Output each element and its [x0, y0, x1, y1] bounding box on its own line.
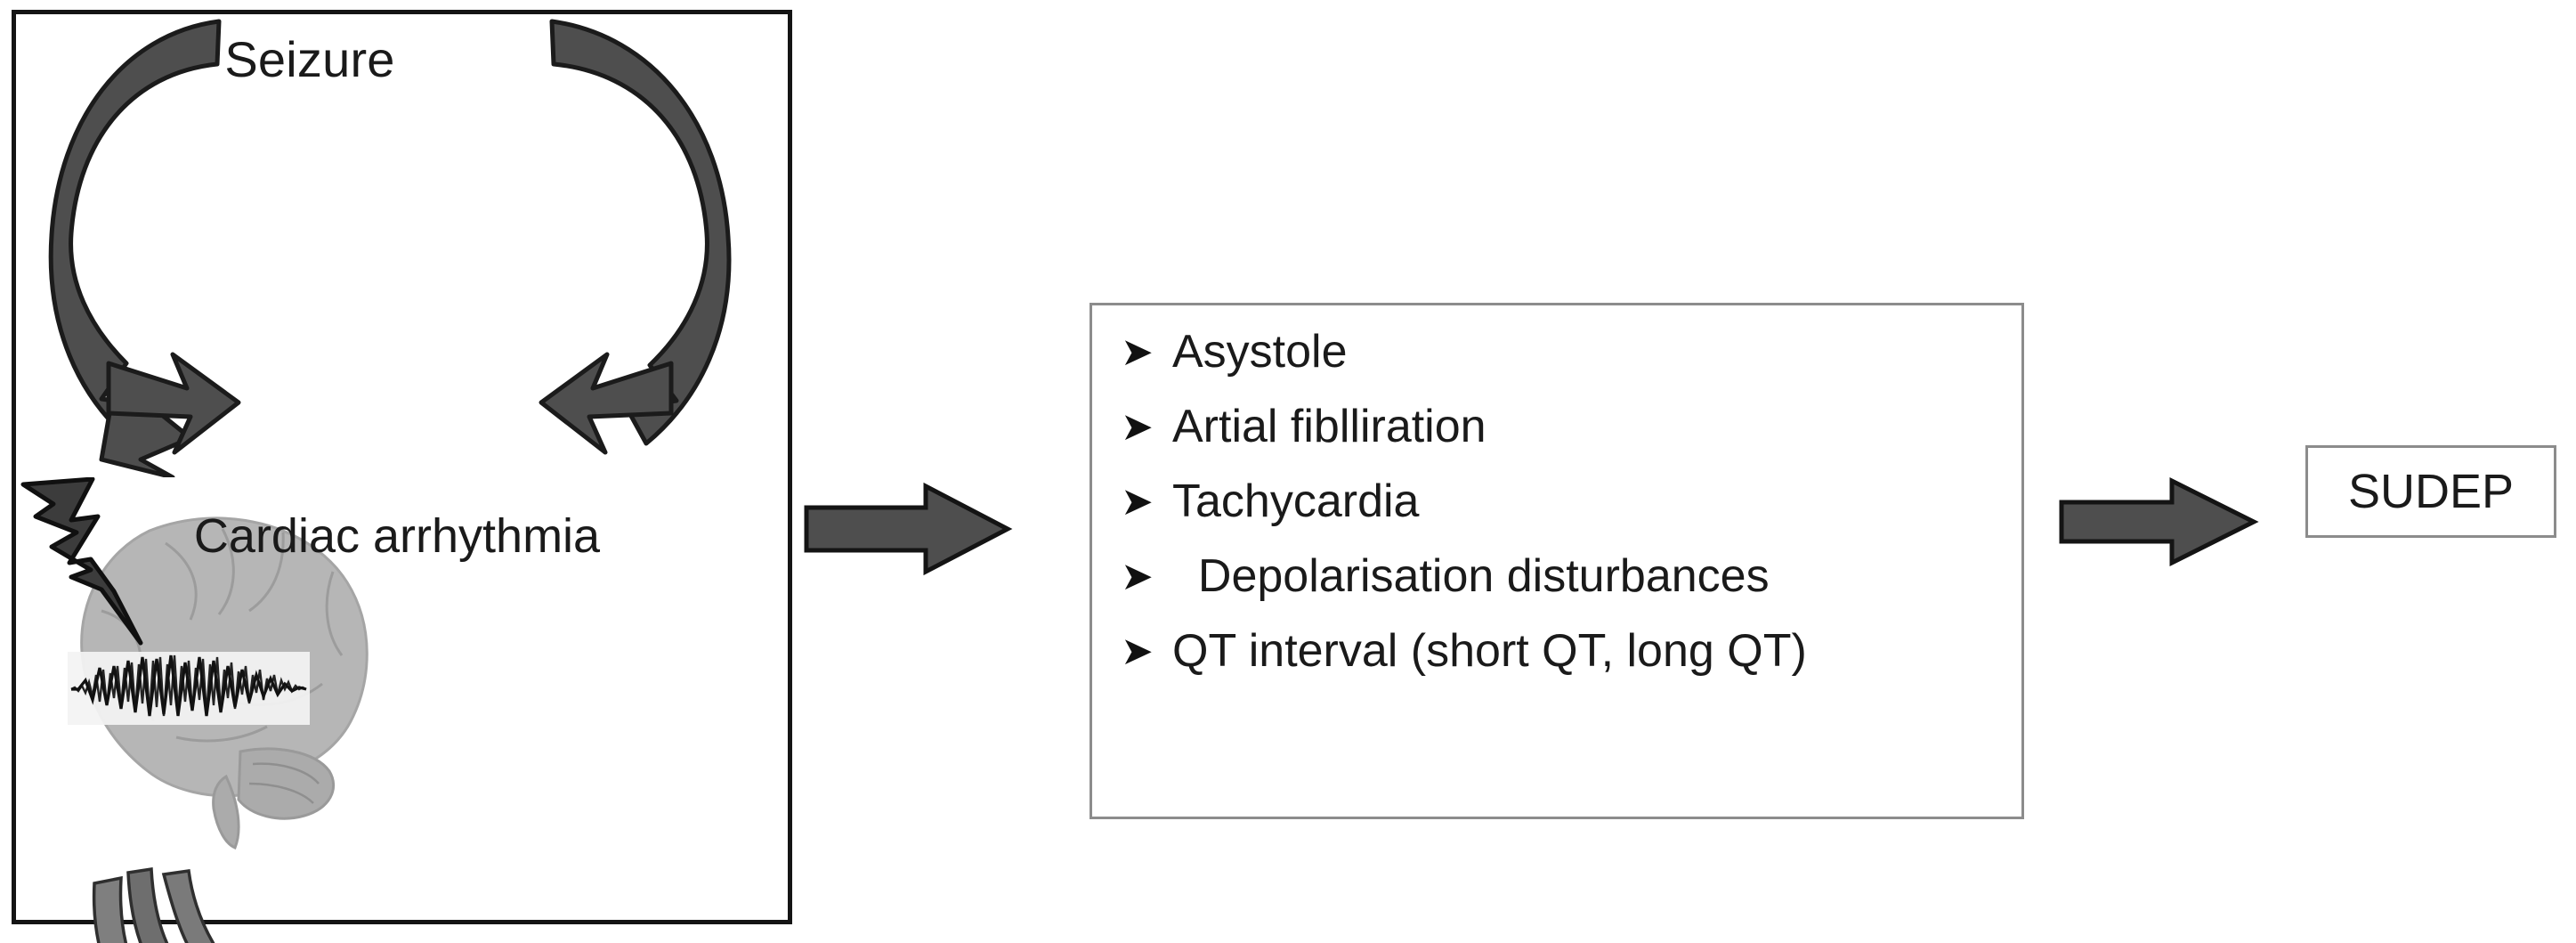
curved-arrow-head-left-icon	[106, 352, 241, 455]
seizure-cardiac-cycle-panel: Seizure	[12, 10, 792, 943]
arrow-bullet-icon: ➤	[1121, 480, 1154, 524]
list-item-label: Asystole	[1172, 326, 1348, 378]
list-item: ➤ Depolarisation disturbances	[1092, 549, 2021, 624]
list-item-label: Artial fiblliration	[1172, 401, 1486, 452]
page-title-seizure: Seizure	[224, 31, 395, 87]
arrow-cycle-to-list	[801, 481, 1015, 579]
arrow-bullet-icon: ➤	[1121, 555, 1154, 598]
arrhythmia-list-box: ➤ Asystole ➤ Artial fiblliration ➤ Tachy…	[1090, 303, 2024, 819]
brain-with-eeg-icon	[16, 476, 399, 851]
brainstem-shape	[212, 774, 240, 850]
eeg-waveform	[70, 654, 307, 717]
arrow-list-to-sudep	[2056, 474, 2261, 572]
list-item: ➤ Artial fiblliration	[1092, 400, 2021, 475]
arrow-bullet-icon: ➤	[1121, 630, 1154, 673]
list-item-label: Tachycardia	[1172, 476, 1420, 527]
arrow-bullet-icon: ➤	[1121, 405, 1154, 449]
list-item: ➤ Asystole	[1092, 325, 2021, 400]
curved-arrow-head-right-icon	[539, 352, 674, 455]
great-vessels-shape	[92, 866, 215, 943]
sudep-outcome-box: SUDEP	[2305, 445, 2556, 538]
sudep-label: SUDEP	[2347, 465, 2515, 518]
anatomical-heart-icon	[16, 851, 310, 943]
list-item-label: Depolarisation disturbances	[1172, 550, 1770, 602]
lightning-bolt-icon	[20, 476, 143, 646]
arrow-bullet-icon: ➤	[1121, 330, 1154, 374]
cerebellum-shape	[237, 747, 336, 820]
curved-arrow-heart-to-brain-icon	[549, 19, 732, 446]
list-item-label: QT interval (short QT, long QT)	[1172, 625, 1807, 677]
list-item: ➤ QT interval (short QT, long QT)	[1092, 624, 2021, 699]
cardiac-arrhythmia-label: Cardiac arrhythmia	[193, 509, 601, 563]
list-item: ➤ Tachycardia	[1092, 475, 2021, 549]
cycle-loop-arrows	[16, 14, 782, 480]
